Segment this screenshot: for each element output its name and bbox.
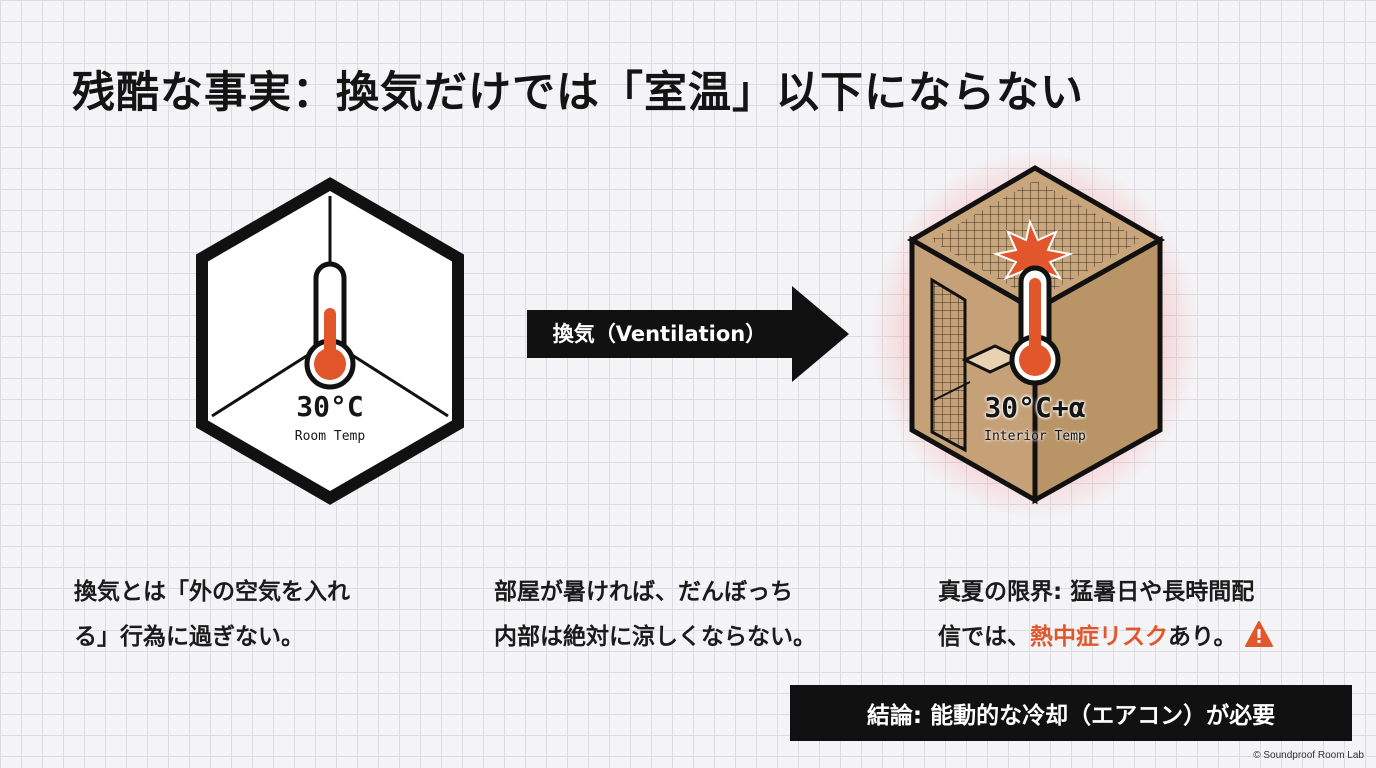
thermometer-icon	[1009, 265, 1061, 386]
description-line: 部屋が暑ければ、だんぼっち	[494, 579, 793, 605]
page-title: 残酷な事実：換気だけでは「室温」以下にならない	[72, 68, 1084, 118]
description-line: 内部は絶対に涼しくならない。	[494, 624, 816, 650]
ventilation-arrow	[527, 286, 849, 382]
thermometer-icon	[304, 261, 356, 390]
ventilation-label: 換気（Ventilation）	[552, 322, 767, 346]
cardboard-booth-illustration	[870, 150, 1200, 520]
credit-text: © Soundproof Room Lab	[1253, 750, 1364, 761]
description-line: 換気とは「外の空気を入れ	[74, 579, 350, 605]
interior-temp-value: 30°C+α	[984, 391, 1086, 424]
description-line: る」行為に過ぎない。	[74, 624, 304, 650]
description-line: 信では、熱中症リスクあり。	[938, 615, 1273, 660]
description-text: あり。	[1168, 624, 1237, 650]
warning-icon	[1244, 621, 1273, 647]
conclusion-banner: 結論: 能動的な冷却（エアコン）が必要	[790, 685, 1352, 741]
description-room-heat: 部屋が暑ければ、だんぼっち 内部は絶対に涼しくならない。	[494, 570, 816, 660]
description-heatstroke-risk: 真夏の限界: 猛暑日や長時間配 信では、熱中症リスクあり。	[938, 570, 1273, 660]
description-text: 信では、	[938, 624, 1030, 650]
heatstroke-risk-highlight: 熱中症リスク	[1030, 624, 1168, 650]
room-hexagon-illustration	[196, 177, 464, 505]
description-ventilation: 換気とは「外の空気を入れ る」行為に過ぎない。	[74, 570, 350, 660]
description-line: 真夏の限界: 猛暑日や長時間配	[938, 579, 1255, 605]
room-temp-label: Room Temp	[294, 429, 366, 444]
room-temp-value: 30°C	[296, 390, 364, 423]
interior-temp-label: Interior Temp	[984, 429, 1086, 444]
